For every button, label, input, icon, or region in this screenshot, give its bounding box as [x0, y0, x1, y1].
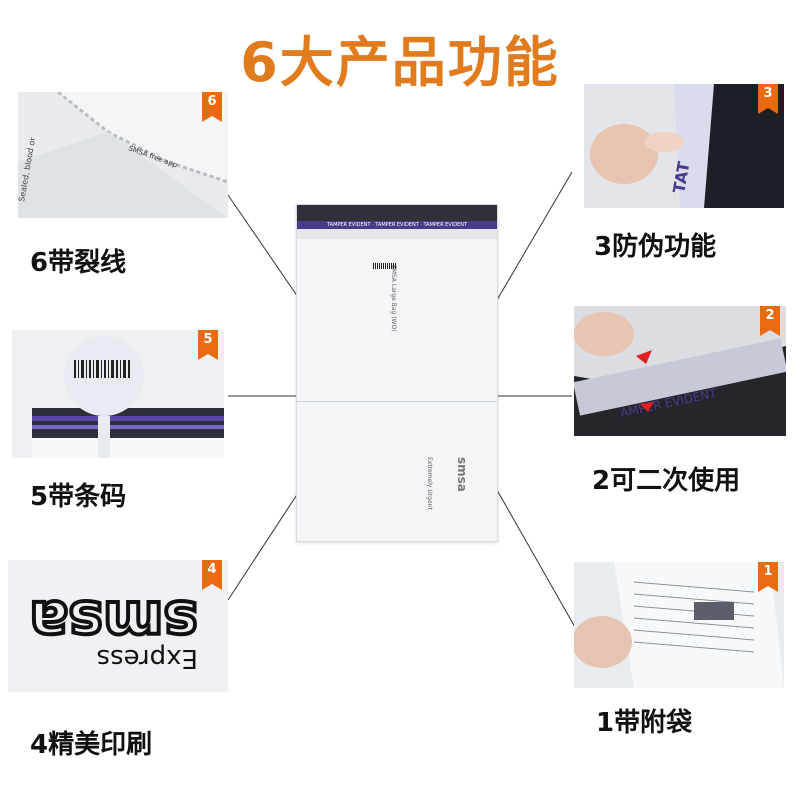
barcode-illustration: [12, 330, 224, 458]
connector-1: [496, 489, 589, 651]
page-title: 6大产品功能: [240, 31, 560, 94]
photo-tamper-proof: TAT 3: [584, 84, 784, 208]
bag-purple-strip: TAMPER EVIDENT · TAMPER EVIDENT · TAMPER…: [297, 221, 497, 229]
bag-fold-line: [297, 401, 497, 402]
badge-3: 3: [758, 84, 778, 114]
photo-barcode: 5: [12, 330, 224, 458]
badge-1: 1: [758, 562, 778, 592]
badge-2: 2: [760, 306, 780, 336]
badge-5: 5: [198, 330, 218, 360]
bag-lower-text: Extremely Urgent: [426, 457, 433, 510]
svg-text:smsa: smsa: [29, 588, 198, 656]
center-mailer-bag: TAMPER EVIDENT · TAMPER EVIDENT · TAMPER…: [296, 204, 498, 542]
bag-top-strip: [297, 205, 497, 221]
badge-4: 4: [202, 560, 222, 590]
caption-3: 3防伪功能: [594, 232, 717, 262]
caption-1: 1带附袋: [596, 708, 693, 738]
photo-pouch: 1: [574, 562, 784, 688]
connector-3: [496, 171, 573, 301]
photo-tear-line: SMSA free app Sealed, blood or 6: [18, 92, 228, 218]
caption-4: 4精美印刷: [30, 730, 153, 760]
caption-5: 5带条码: [30, 482, 127, 512]
smsa-logo-illustration: smsa Express: [8, 560, 228, 692]
caption-6: 6带裂线: [30, 248, 127, 278]
tamper-illustration: TAT: [584, 84, 784, 208]
connector-4: [227, 489, 301, 601]
bag-upper-text: SMSA Large Bag (WO): [390, 265, 397, 332]
bag-barcode: [373, 263, 397, 269]
photo-printing: smsa Express 4: [8, 560, 228, 692]
torn-bag-illustration: SMSA free app Sealed, blood or: [18, 92, 228, 218]
badge-6: 6: [202, 92, 222, 122]
caption-2: 2可二次使用: [592, 466, 741, 496]
connector-6: [227, 194, 301, 301]
bag-brand: smsa: [455, 457, 469, 492]
photo-reusable: AMPER EVIDENT 2: [574, 306, 786, 436]
svg-text:Express: Express: [96, 643, 198, 673]
bag-dark-band: [297, 229, 497, 239]
pouch-illustration: [574, 562, 784, 688]
reseal-illustration: AMPER EVIDENT: [574, 306, 786, 436]
